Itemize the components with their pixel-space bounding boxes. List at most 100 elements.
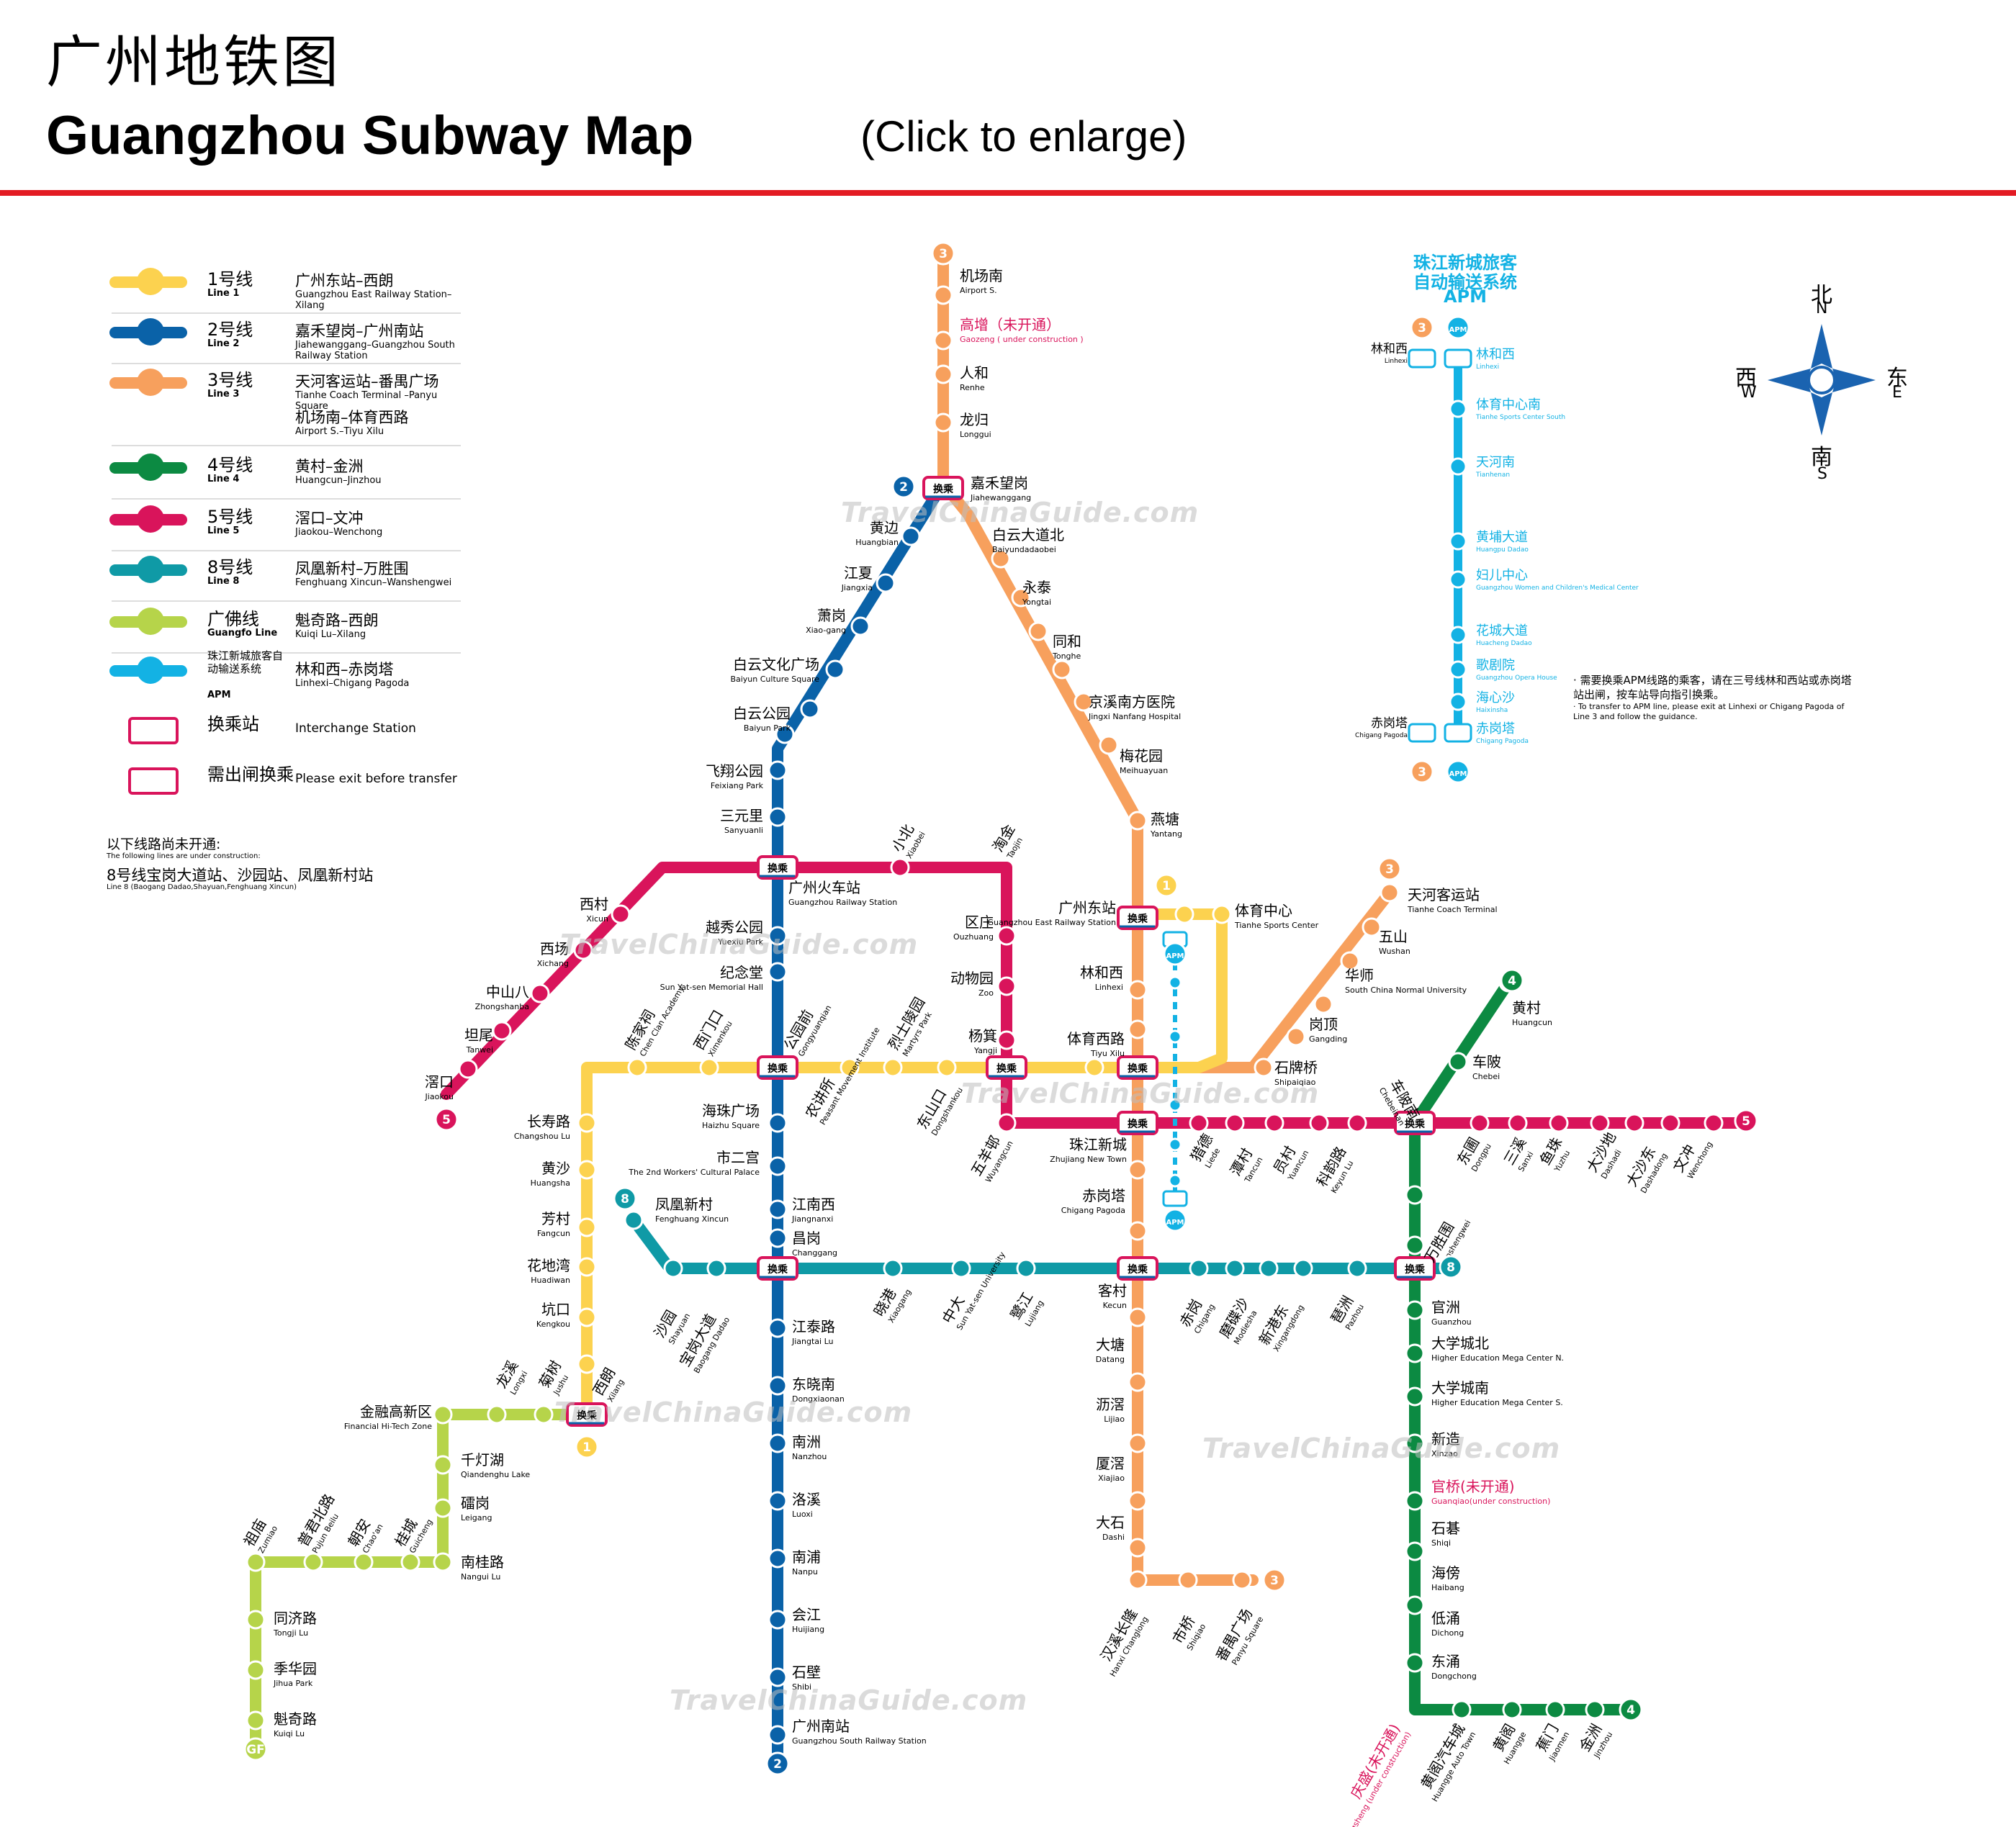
station-dot[interactable] xyxy=(876,573,896,593)
station-dot[interactable] xyxy=(1174,904,1194,924)
station-dot[interactable] xyxy=(1405,1300,1425,1320)
station-dot[interactable] xyxy=(1545,1700,1565,1720)
station-dot[interactable] xyxy=(1168,1029,1182,1044)
station-dot[interactable] xyxy=(1293,1258,1313,1278)
interchange-marker[interactable]: 换乘 xyxy=(1117,1111,1158,1135)
station-dot[interactable] xyxy=(354,1552,374,1572)
station-dot[interactable] xyxy=(768,1318,788,1338)
apm-interchange-marker[interactable] xyxy=(1408,348,1436,369)
interchange-marker[interactable]: 换乘 xyxy=(757,1256,798,1281)
station-dot[interactable] xyxy=(768,1667,788,1687)
station-dot[interactable] xyxy=(1502,1700,1522,1720)
station-dot[interactable] xyxy=(1254,1057,1274,1078)
station-dot[interactable] xyxy=(1449,626,1467,644)
station-markers[interactable]: 换乘换乘换乘换乘换乘换乘换乘换乘换乘换乘换乘换乘 xyxy=(246,285,1724,1745)
enlarge-link[interactable]: (Click to enlarge) xyxy=(860,112,1187,161)
station-dot[interactable] xyxy=(1128,1538,1148,1558)
station-dot[interactable] xyxy=(1189,1258,1209,1278)
station-dot[interactable] xyxy=(433,1455,453,1475)
station-dot[interactable] xyxy=(1405,1343,1425,1363)
station-dot[interactable] xyxy=(303,1552,323,1572)
station-dot[interactable] xyxy=(1128,1307,1148,1327)
station-dot[interactable] xyxy=(1470,1113,1490,1133)
station-dot[interactable] xyxy=(800,699,820,719)
station-dot[interactable] xyxy=(1340,951,1360,971)
station-dot[interactable] xyxy=(768,1725,788,1745)
station-dot[interactable] xyxy=(246,1710,266,1731)
station-dot[interactable] xyxy=(1128,1372,1148,1392)
station-dot[interactable] xyxy=(890,857,910,878)
station-dot[interactable] xyxy=(1347,1113,1367,1133)
station-dot[interactable] xyxy=(1212,904,1232,924)
station-dot[interactable] xyxy=(933,412,953,433)
station-dot[interactable] xyxy=(530,983,550,1003)
station-dot[interactable] xyxy=(1016,1258,1036,1278)
station-dot[interactable] xyxy=(1286,1027,1306,1047)
station-dot[interactable] xyxy=(663,1258,683,1278)
station-dot[interactable] xyxy=(706,1258,726,1278)
station-dot[interactable] xyxy=(991,549,1011,569)
station-dot[interactable] xyxy=(1585,1700,1605,1720)
station-dot[interactable] xyxy=(1452,1700,1472,1720)
station-dot[interactable] xyxy=(1405,1433,1425,1453)
station-dot[interactable] xyxy=(577,1160,597,1180)
station-dot[interactable] xyxy=(573,940,593,960)
apm-interchange-marker[interactable] xyxy=(1444,723,1472,743)
station-dot[interactable] xyxy=(1380,883,1400,903)
station-dot[interactable] xyxy=(768,1113,788,1133)
station-dot[interactable] xyxy=(1405,1185,1425,1205)
station-dot[interactable] xyxy=(1178,1570,1198,1590)
interchange-marker[interactable]: 换乘 xyxy=(1117,1256,1158,1281)
interchange-marker[interactable]: 换乘 xyxy=(986,1055,1027,1080)
station-dot[interactable] xyxy=(1052,659,1072,680)
station-dot[interactable] xyxy=(883,1258,903,1278)
station-dot[interactable] xyxy=(1449,693,1467,711)
station-dot[interactable] xyxy=(577,1354,597,1374)
station-dot[interactable] xyxy=(768,760,788,780)
station-dot[interactable] xyxy=(1225,1258,1245,1278)
station-dot[interactable] xyxy=(1362,917,1382,937)
station-dot[interactable] xyxy=(901,526,921,546)
station-dot[interactable] xyxy=(1549,1113,1569,1133)
station-dot[interactable] xyxy=(1264,1113,1284,1133)
interchange-marker[interactable]: 换乘 xyxy=(1394,1256,1436,1281)
station-dot[interactable] xyxy=(1624,1113,1644,1133)
station-dot[interactable] xyxy=(577,1113,597,1133)
station-dot[interactable] xyxy=(768,1199,788,1219)
exit-transfer-marker[interactable] xyxy=(1162,1190,1188,1207)
station-dot[interactable] xyxy=(768,1376,788,1396)
interchange-marker[interactable]: 换乘 xyxy=(922,476,964,500)
station-dot[interactable] xyxy=(1128,1491,1148,1511)
station-dot[interactable] xyxy=(768,1433,788,1453)
interchange-marker[interactable]: 换乘 xyxy=(566,1402,608,1427)
station-dot[interactable] xyxy=(1168,1173,1182,1188)
station-dot[interactable] xyxy=(1449,660,1467,679)
station-dot[interactable] xyxy=(951,1258,971,1278)
station-dot[interactable] xyxy=(883,1057,903,1078)
station-dot[interactable] xyxy=(1405,1491,1425,1511)
interchange-marker[interactable]: 换乘 xyxy=(1394,1111,1436,1135)
station-dot[interactable] xyxy=(1448,1052,1468,1072)
station-dot[interactable] xyxy=(1347,1258,1367,1278)
station-dot[interactable] xyxy=(825,659,845,680)
station-dot[interactable] xyxy=(1508,1113,1528,1133)
station-dot[interactable] xyxy=(1449,400,1467,418)
station-dot[interactable] xyxy=(534,1404,554,1425)
station-dot[interactable] xyxy=(627,1057,647,1078)
station-dot[interactable] xyxy=(933,330,953,351)
station-dot[interactable] xyxy=(1259,1258,1279,1278)
station-dot[interactable] xyxy=(1128,1570,1148,1590)
station-dot[interactable] xyxy=(933,285,953,305)
station-dot[interactable] xyxy=(1449,570,1467,589)
interchange-marker[interactable]: 换乘 xyxy=(757,1055,798,1080)
station-dot[interactable] xyxy=(933,364,953,384)
station-dot[interactable] xyxy=(937,1057,957,1078)
station-dot[interactable] xyxy=(1313,994,1333,1014)
station-dot[interactable] xyxy=(1449,532,1467,551)
station-dot[interactable] xyxy=(624,1210,644,1230)
station-dot[interactable] xyxy=(433,1552,453,1572)
station-dot[interactable] xyxy=(433,1404,453,1425)
station-dot[interactable] xyxy=(1028,621,1048,641)
station-dot[interactable] xyxy=(246,1552,266,1572)
